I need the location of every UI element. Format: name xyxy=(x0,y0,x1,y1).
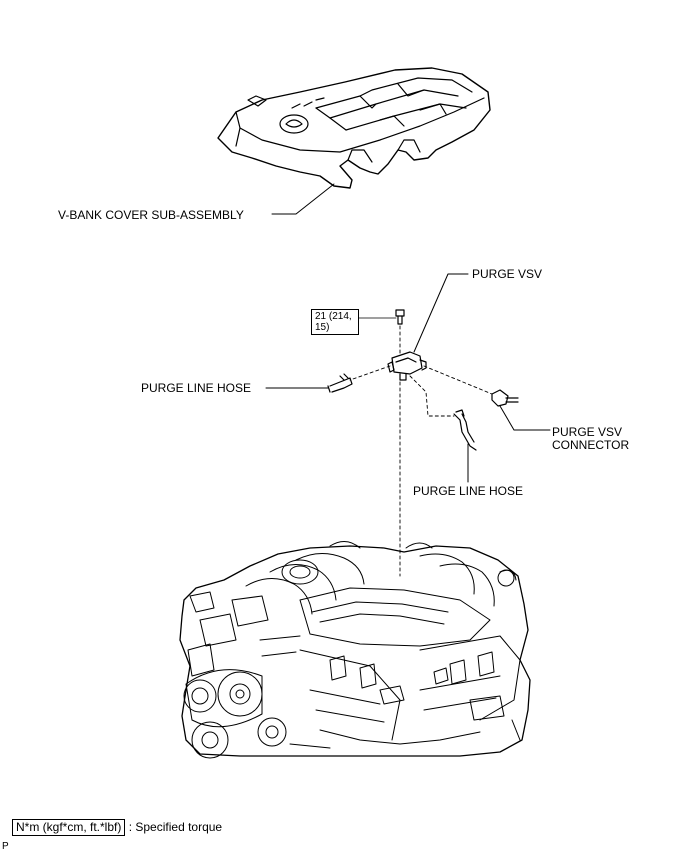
purge-vsv-connector-leader xyxy=(499,405,551,431)
purge-line-hose-bottom-label: PURGE LINE HOSE xyxy=(413,484,524,498)
torque-legend-unit-box: N*m (kgf*cm, ft.*lbf) xyxy=(12,819,126,836)
purge-line-hose-bottom-drawing xyxy=(453,409,477,451)
purge-line-hose-left-label: PURGE LINE HOSE xyxy=(141,381,252,395)
connector-dashed-line xyxy=(423,365,493,395)
purge-vsv-leader xyxy=(413,273,469,353)
torque-spec-box: 21 (214, 15) xyxy=(311,309,359,335)
page-marker: P xyxy=(2,841,9,852)
torque-legend: N*m (kgf*cm, ft.*lbf) : Specified torque xyxy=(12,819,222,836)
left-hose-dashed-line xyxy=(349,365,391,381)
purge-vsv-connector-drawing xyxy=(491,389,519,407)
engine-drawing xyxy=(179,541,531,759)
purge-line-hose-left-drawing xyxy=(327,373,353,393)
purge-vsv-label: PURGE VSV xyxy=(472,267,543,281)
bottom-hose-dashed-line xyxy=(409,375,455,417)
v-bank-cover-label: V-BANK COVER SUB-ASSEMBLY xyxy=(58,208,244,222)
purge-vsv-drawing xyxy=(387,351,427,381)
v-bank-cover-leader xyxy=(271,183,335,215)
purge-vsv-connector-label-line1: PURGE VSV xyxy=(552,425,623,439)
bolt-drawing xyxy=(395,309,405,325)
purge-vsv-connector-label: PURGE VSV CONNECTOR xyxy=(552,426,629,452)
v-bank-cover-drawing xyxy=(217,67,491,189)
torque-legend-description: : Specified torque xyxy=(128,820,223,834)
torque-spec-line1: 21 (214, xyxy=(315,311,352,322)
purge-vsv-connector-label-line2: CONNECTOR xyxy=(552,438,630,452)
torque-spec-line2: 15) xyxy=(315,322,330,333)
